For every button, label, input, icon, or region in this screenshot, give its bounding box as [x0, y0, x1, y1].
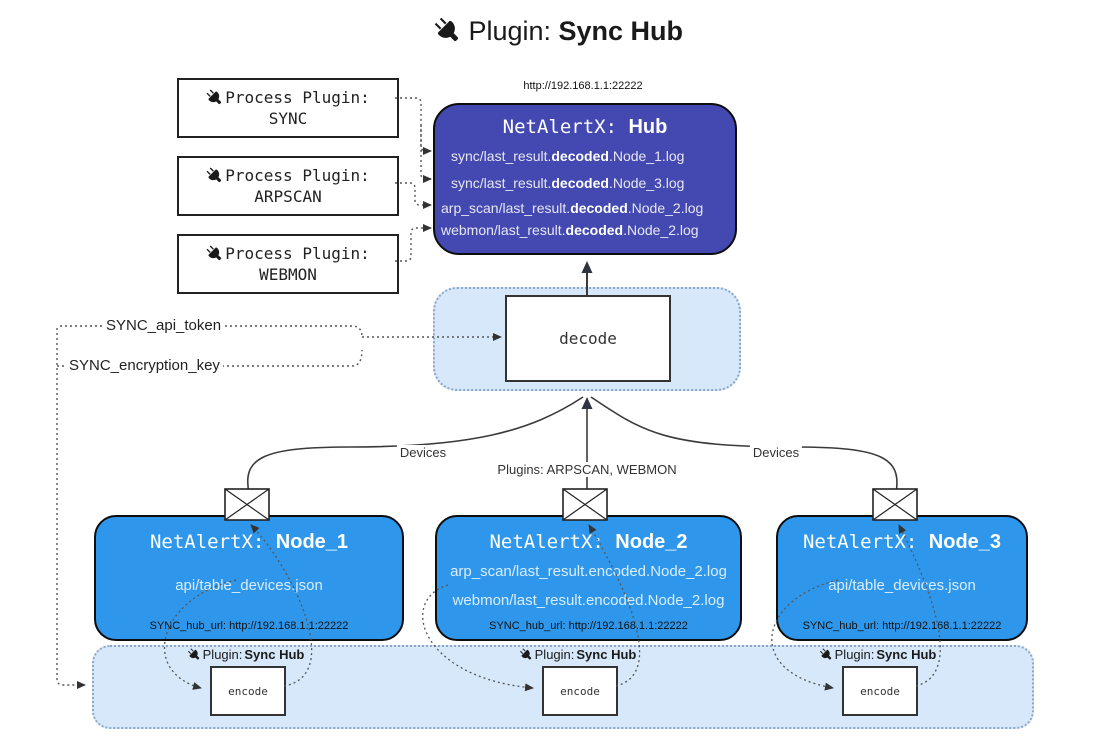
edge-webmon-to-log4: [395, 224, 432, 262]
node3-box: NetAlertX: Node_3 api/table_devices.json…: [776, 515, 1028, 641]
plug-icon: [203, 85, 227, 109]
edge-label-devices-left: Devices: [396, 445, 450, 460]
encoder-label-bold: Sync Hub: [876, 647, 937, 662]
page-title: Plugin: Sync Hub: [0, 16, 1117, 47]
log-bold: decoded: [570, 200, 628, 216]
node-title: NetAlertX: Node_3: [778, 531, 1026, 554]
process-plugin-sync-box: Process Plugin: SYNC: [177, 78, 399, 138]
node-hub-url: SYNC_hub_url: http://192.168.1.1:22222: [489, 620, 688, 632]
hub-title-pre: NetAlertX:: [502, 116, 629, 138]
node2-box: NetAlertX: Node_2 arp_scan/last_result.e…: [435, 515, 742, 641]
node-title: NetAlertX: Node_2: [437, 531, 740, 554]
node-line: api/table_devices.json: [828, 577, 976, 594]
page-title-text: Plugin:: [468, 16, 559, 46]
encoder-label: Plugin: Sync Hub: [817, 645, 937, 663]
hub-title: NetAlertX: Hub: [435, 116, 735, 139]
encoder-label-pre: Plugin:: [202, 647, 243, 662]
node1-box: NetAlertX: Node_1 api/table_devices.json…: [94, 515, 404, 641]
node-hub-url: SYNC_hub_url: http://192.168.1.1:22222: [149, 620, 349, 632]
process-plugin-name: SYNC: [268, 109, 308, 128]
plug-icon: [517, 645, 535, 663]
hub-log-line: sync/last_result.decoded.Node_3.log: [451, 175, 684, 191]
edge-label-devices-right: Devices: [749, 445, 803, 460]
encoder-label: Plugin: Sync Hub: [185, 645, 305, 663]
encode-box: encode: [542, 666, 618, 716]
edge-label-plugins: Plugins: ARPSCAN, WEBMON: [494, 462, 680, 477]
hub-title-bold: Hub: [628, 116, 668, 138]
encode-box: encode: [842, 666, 918, 716]
hub-log-line: sync/last_result.decoded.Node_1.log: [451, 148, 684, 164]
encoder-label-bold: Sync Hub: [244, 647, 305, 662]
node-title-pre: NetAlertX:: [802, 531, 929, 553]
plug-icon: [203, 163, 227, 187]
sync-encryption-key-label: SYNC_encryption_key: [66, 357, 223, 374]
log-bold: decoded: [551, 175, 609, 191]
log-pre: arp_scan/last_result.: [441, 200, 571, 216]
process-plugin-label: Process Plugin:: [225, 166, 370, 185]
node-title-bold: Node_1: [275, 531, 349, 553]
node-title-bold: Node_3: [928, 531, 1002, 553]
encoder-label-pre: Plugin:: [534, 647, 575, 662]
log-bold: decoded: [551, 148, 609, 164]
encoder-label-pre: Plugin:: [834, 647, 875, 662]
process-plugin-arpscan-box: Process Plugin: ARPSCAN: [177, 156, 399, 216]
plug-icon: [203, 241, 227, 265]
encoder-label: Plugin: Sync Hub: [517, 645, 637, 663]
node-title-pre: NetAlertX:: [149, 531, 276, 553]
log-post: .Node_2.log: [623, 222, 699, 238]
log-pre: sync/last_result.: [451, 175, 552, 191]
sync-api-token-label: SYNC_api_token: [103, 317, 225, 334]
node-line: arp_scan/last_result.encoded.Node_2.log: [450, 563, 727, 580]
hub-box: NetAlertX: Hub sync/last_result.decoded.…: [433, 103, 737, 255]
process-plugin-webmon-box: Process Plugin: WEBMON: [177, 234, 399, 294]
log-post: .Node_3.log: [608, 175, 685, 191]
node-title-pre: NetAlertX:: [489, 531, 616, 553]
log-bold: decoded: [565, 222, 624, 238]
decode-box: decode: [505, 295, 671, 382]
edge-sync-to-log2: [420, 125, 432, 183]
plug-icon: [428, 11, 466, 49]
hub-log-line: webmon/last_result.decoded.Node_2.log: [441, 222, 699, 238]
encoder-label-bold: Sync Hub: [576, 647, 637, 662]
process-plugin-label: Process Plugin:: [225, 88, 370, 107]
node-line: webmon/last_result.encoded.Node_2.log: [452, 592, 725, 609]
page-title-bold: Sync Hub: [558, 16, 684, 46]
plug-icon: [185, 645, 203, 663]
hub-log-line: arp_scan/last_result.decoded.Node_2.log: [441, 200, 703, 216]
encode-box: encode: [210, 666, 286, 716]
process-plugin-name: WEBMON: [259, 265, 317, 284]
node-title-bold: Node_2: [615, 531, 688, 553]
node-line: api/table_devices.json: [175, 577, 323, 594]
node-title: NetAlertX: Node_1: [96, 531, 402, 554]
edge-arpscan-to-log3: [395, 182, 432, 209]
plug-icon: [817, 645, 835, 663]
edge-node3-to-decode: [590, 396, 898, 494]
process-plugin-label: Process Plugin:: [225, 244, 370, 263]
log-pre: sync/last_result.: [451, 148, 552, 164]
log-post: .Node_2.log: [627, 200, 704, 216]
log-post: .Node_1.log: [608, 148, 685, 164]
log-pre: webmon/last_result.: [441, 222, 566, 238]
edge-sync-to-log1: [395, 97, 432, 155]
edge-secrets-to-encoders: [56, 328, 86, 689]
hub-url-label: http://192.168.1.1:22222: [523, 80, 643, 92]
process-plugin-name: ARPSCAN: [254, 187, 322, 206]
node-hub-url: SYNC_hub_url: http://192.168.1.1:22222: [802, 620, 1002, 632]
